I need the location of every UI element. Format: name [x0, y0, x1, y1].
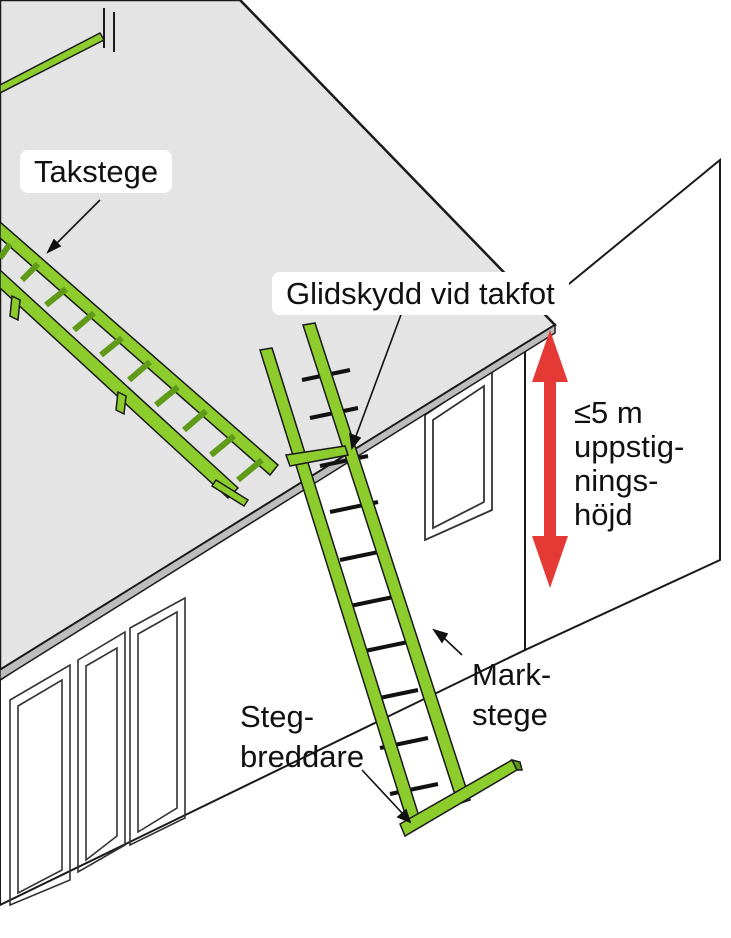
label-takstege: Takstege	[20, 150, 173, 193]
front-windows	[9, 596, 186, 907]
label-climb-height-line-1: ≤5 m	[574, 395, 643, 430]
label-climb-height-line-4: höjd	[574, 497, 633, 532]
label-climb-height: ≤5 m uppstig- nings- höjd	[574, 396, 684, 532]
label-stegbreddare-line-2: breddare	[240, 739, 365, 774]
label-stegbreddare-line-1: Steg-	[240, 699, 315, 734]
roof-ladder	[0, 221, 280, 508]
label-markstege-line-2: stege	[472, 697, 548, 732]
pointer-lines	[46, 199, 463, 824]
label-climb-height-line-2: uppstig-	[574, 429, 685, 464]
label-markstege: Mark- stege	[472, 655, 551, 735]
label-stegbreddare: Steg- breddare	[240, 697, 364, 777]
label-climb-height-line-3: nings-	[574, 463, 659, 498]
label-markstege-line-1: Mark-	[472, 657, 552, 692]
label-glidskydd: Glidskydd vid takfot	[272, 272, 569, 315]
ground-ladder	[259, 322, 523, 838]
roof-eave	[0, 323, 556, 681]
ridge-hook	[0, 8, 115, 94]
height-arrow	[532, 330, 568, 588]
